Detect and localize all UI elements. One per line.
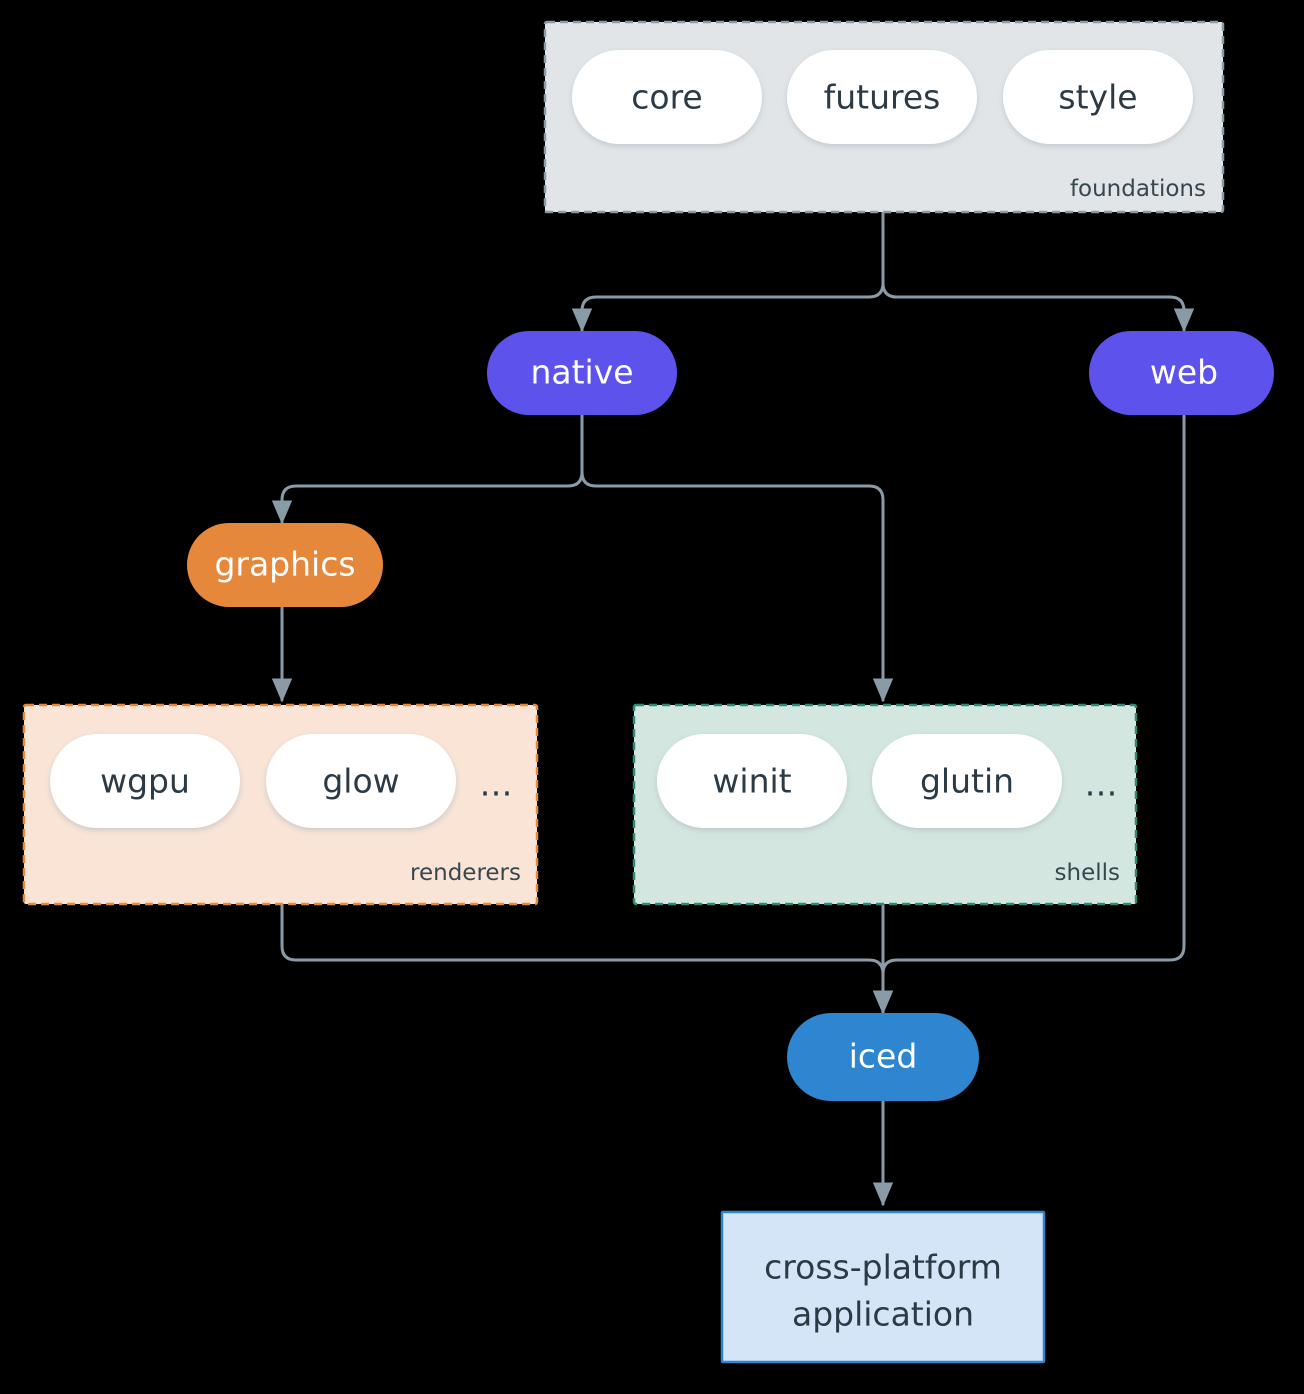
leaf-style-label: style xyxy=(1058,78,1137,117)
leaf-style-pill xyxy=(1003,50,1193,144)
node-application-shape xyxy=(720,1210,1046,1364)
node-native-shape xyxy=(487,331,677,415)
group-renderers[interactable]: wgpu glow … renderers xyxy=(22,703,539,906)
leaf-wgpu[interactable]: wgpu xyxy=(50,734,240,828)
leaf-shells-more-label: … xyxy=(1085,765,1118,804)
node-native-label: native xyxy=(530,353,633,392)
node-web-label: web xyxy=(1150,353,1218,392)
node-graphics[interactable]: graphics xyxy=(187,523,383,607)
leaf-core[interactable]: core xyxy=(572,50,762,144)
leaf-core-pill xyxy=(572,50,762,144)
leaf-wgpu-label: wgpu xyxy=(100,762,190,801)
leaf-glutin-label: glutin xyxy=(920,762,1014,801)
group-foundations-label: foundations xyxy=(1070,176,1206,202)
node-application-label-line2: application xyxy=(792,1295,974,1334)
leaf-futures-pill xyxy=(787,50,977,144)
leaf-winit[interactable]: winit xyxy=(657,734,847,828)
leaf-style[interactable]: style xyxy=(1003,50,1193,144)
node-web[interactable]: web xyxy=(1089,331,1274,415)
node-application-label-line1: cross-platform xyxy=(764,1248,1002,1287)
leaf-winit-label: winit xyxy=(712,762,791,801)
edge-layer xyxy=(271,211,1195,1207)
leaf-renderers-more-label: … xyxy=(480,765,513,804)
node-graphics-shape xyxy=(187,523,383,607)
leaf-futures[interactable]: futures xyxy=(787,50,977,144)
leaf-winit-pill xyxy=(657,734,847,828)
leaf-glutin[interactable]: glutin xyxy=(872,734,1062,828)
node-graphics-label: graphics xyxy=(214,545,355,584)
group-foundations[interactable]: core futures style foundations xyxy=(543,20,1225,214)
node-iced-shape xyxy=(787,1013,979,1101)
leaf-glow-label: glow xyxy=(322,762,399,801)
group-shells[interactable]: winit glutin … shells xyxy=(632,703,1138,906)
edge-renderers-iced xyxy=(280,902,894,1015)
node-iced-label: iced xyxy=(849,1037,918,1076)
leaf-wgpu-pill xyxy=(50,734,240,828)
edge-native-graphics xyxy=(271,412,584,525)
edge-web-iced xyxy=(872,414,1186,1015)
leaf-glutin-pill xyxy=(872,734,1062,828)
group-shells-label: shells xyxy=(1055,860,1120,886)
leaf-futures-label: futures xyxy=(824,78,941,117)
leaf-glow-pill xyxy=(266,734,456,828)
edge-foundations-native xyxy=(571,211,885,333)
node-web-shape xyxy=(1089,331,1274,415)
group-renderers-label: renderers xyxy=(410,860,521,886)
node-native[interactable]: native xyxy=(487,331,677,415)
node-iced[interactable]: iced xyxy=(787,1013,979,1101)
leaf-glow[interactable]: glow xyxy=(266,734,456,828)
edge-foundations-web xyxy=(881,211,1195,333)
edge-native-shells xyxy=(580,412,894,703)
leaf-core-label: core xyxy=(631,78,702,117)
node-application[interactable]: cross-platform application xyxy=(720,1210,1046,1364)
